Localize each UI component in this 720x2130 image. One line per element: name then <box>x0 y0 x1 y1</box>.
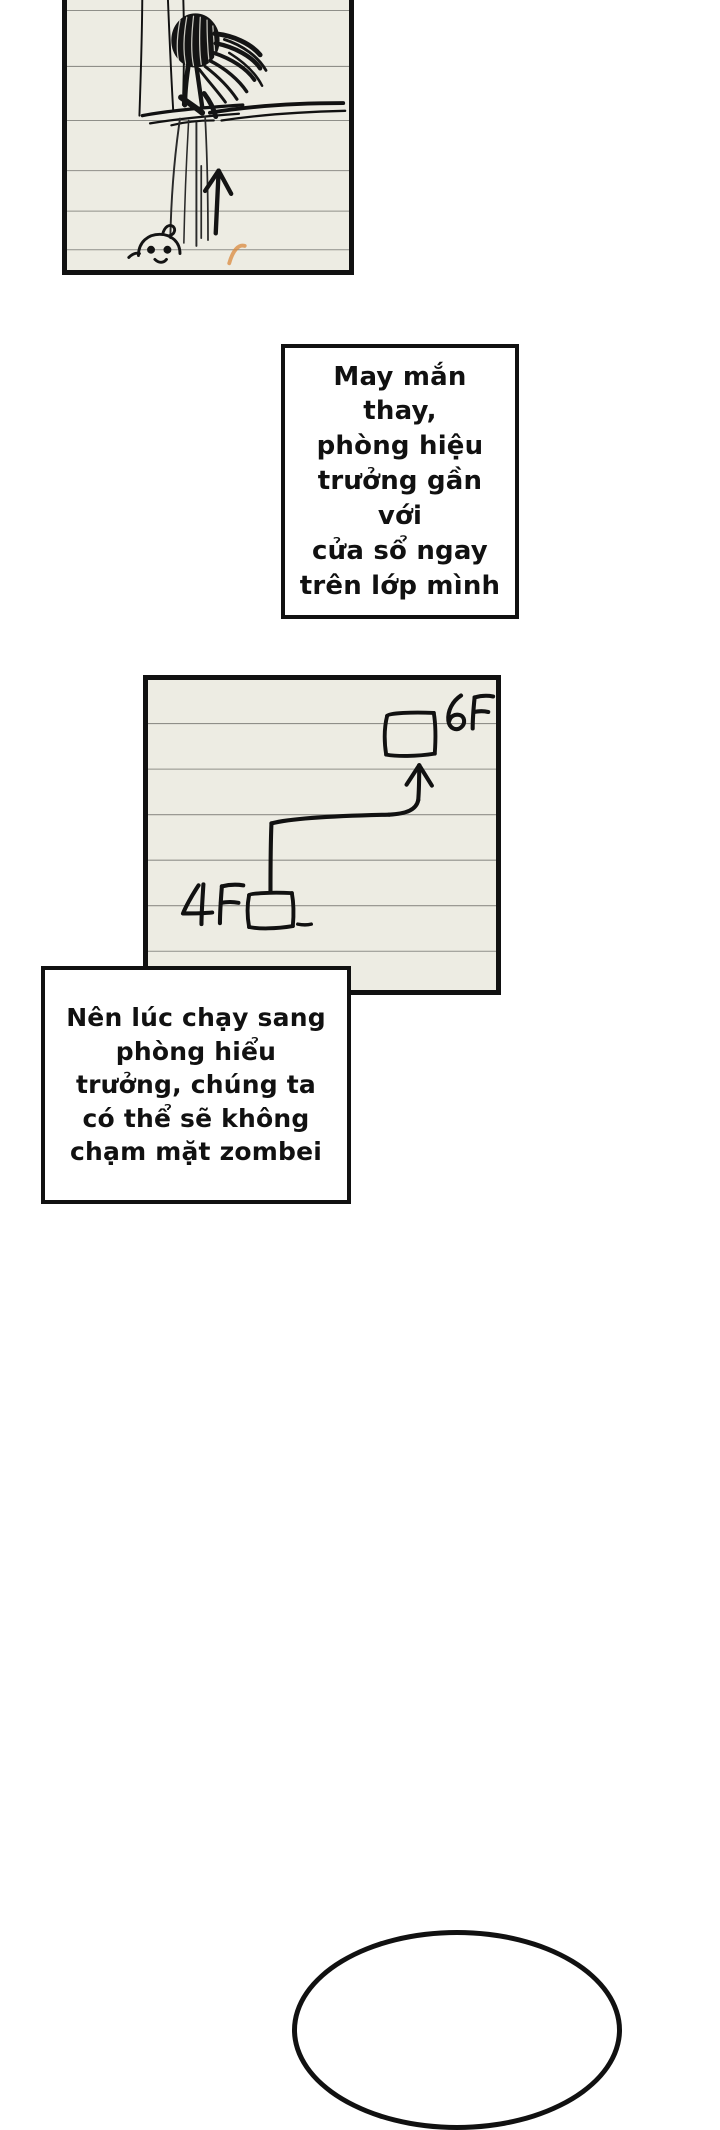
notebook-rule-lines-2 <box>148 723 496 952</box>
figure-head <box>171 13 220 68</box>
figure-skirt <box>169 115 209 247</box>
narration-text-zombie: Nên lúc chạy sang phòng hiểu trưởng, chú… <box>66 1003 326 1167</box>
panel-1-artwork <box>127 0 347 266</box>
figure-hair <box>197 31 268 104</box>
floor-diagram-panel <box>143 675 501 995</box>
narration-text-lucky: May mắn thay, phòng hiệu trưởng gần với … <box>299 361 501 601</box>
speech-bubble-partial <box>292 1930 622 2130</box>
route-path <box>268 763 434 894</box>
girl-at-window-panel <box>62 0 354 275</box>
floor-label-6f <box>446 693 496 732</box>
floor-label-4f <box>180 882 246 927</box>
webtoon-page: May mắn thay, phòng hiệu trưởng gần với … <box>41 0 622 2130</box>
foreground-shape <box>227 243 247 266</box>
room-box-4f <box>245 890 296 931</box>
narration-box-lucky: May mắn thay, phòng hiệu trưởng gần với … <box>281 344 519 619</box>
narration-box-zombie: Nên lúc chạy sang phòng hiểu trưởng, chú… <box>41 966 351 1204</box>
figure-body <box>178 60 219 120</box>
up-arrow <box>202 168 234 236</box>
floor-tick-mark <box>295 922 314 927</box>
room-box-6f <box>382 710 438 758</box>
chibi-character <box>127 224 182 264</box>
panel-2-artwork <box>180 693 496 931</box>
window-sill-line <box>140 101 347 127</box>
